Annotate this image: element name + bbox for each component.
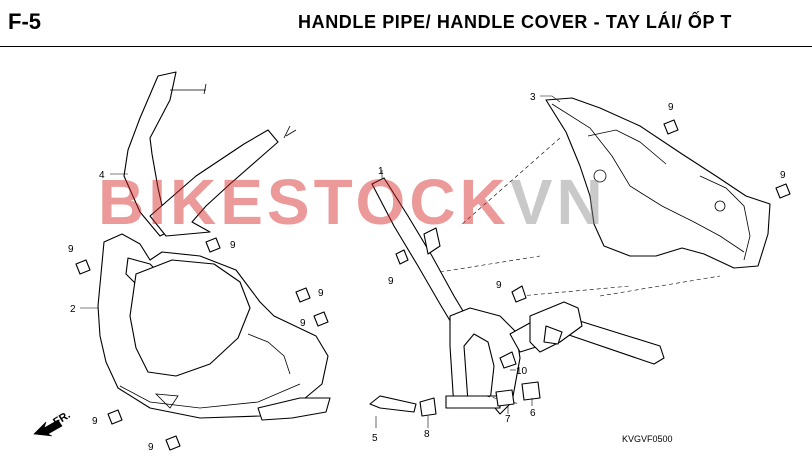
callout-9-e: 9	[92, 416, 98, 427]
callout-4: 4	[99, 170, 105, 181]
callout-6: 6	[530, 408, 536, 419]
page-title: HANDLE PIPE/ HANDLE COVER - TAY LÁI/ ỐP …	[298, 12, 732, 32]
callout-9-f: 9	[148, 442, 154, 453]
front-direction-marker: FR.	[33, 409, 73, 437]
watermark-red: BIKESTOCK	[98, 166, 510, 238]
handle-cover-part	[459, 97, 771, 297]
section-code: F-5	[8, 9, 41, 34]
watermark-gray: VN	[510, 166, 607, 238]
callout-10: 10	[516, 366, 528, 377]
front-cowl-part	[97, 233, 331, 421]
watermark: BIKESTOCKVN	[98, 166, 607, 238]
arrow-icon	[33, 419, 63, 437]
callout-5: 5	[372, 433, 378, 444]
callout-7: 7	[505, 414, 511, 425]
callout-9-b: 9	[230, 240, 236, 251]
callout-9-h: 9	[496, 280, 502, 291]
callout-8: 8	[424, 429, 430, 440]
leader-lines	[80, 95, 561, 428]
figure-code: KVGVF0500	[622, 434, 673, 444]
callout-9-d: 9	[300, 318, 306, 329]
callout-1: 1	[378, 166, 384, 177]
windscreen-part	[123, 71, 297, 237]
callout-9-g: 9	[388, 276, 394, 287]
callout-2: 2	[70, 304, 76, 315]
page-header: F-5 HANDLE PIPE/ HANDLE COVER - TAY LÁI/…	[0, 0, 812, 47]
fasteners	[75, 119, 791, 451]
callout-9-c: 9	[318, 288, 324, 299]
callout-3: 3	[530, 92, 536, 103]
callout-9-a: 9	[68, 244, 74, 255]
handle-pipe-part	[371, 177, 665, 415]
callout-9-i: 9	[668, 102, 674, 113]
callout-9-j: 9	[780, 170, 786, 181]
parts-diagram: 4 2 3 1 5 6 7 8 10 9 9 9 9 9 9 9 9 9 9 F…	[33, 71, 791, 453]
